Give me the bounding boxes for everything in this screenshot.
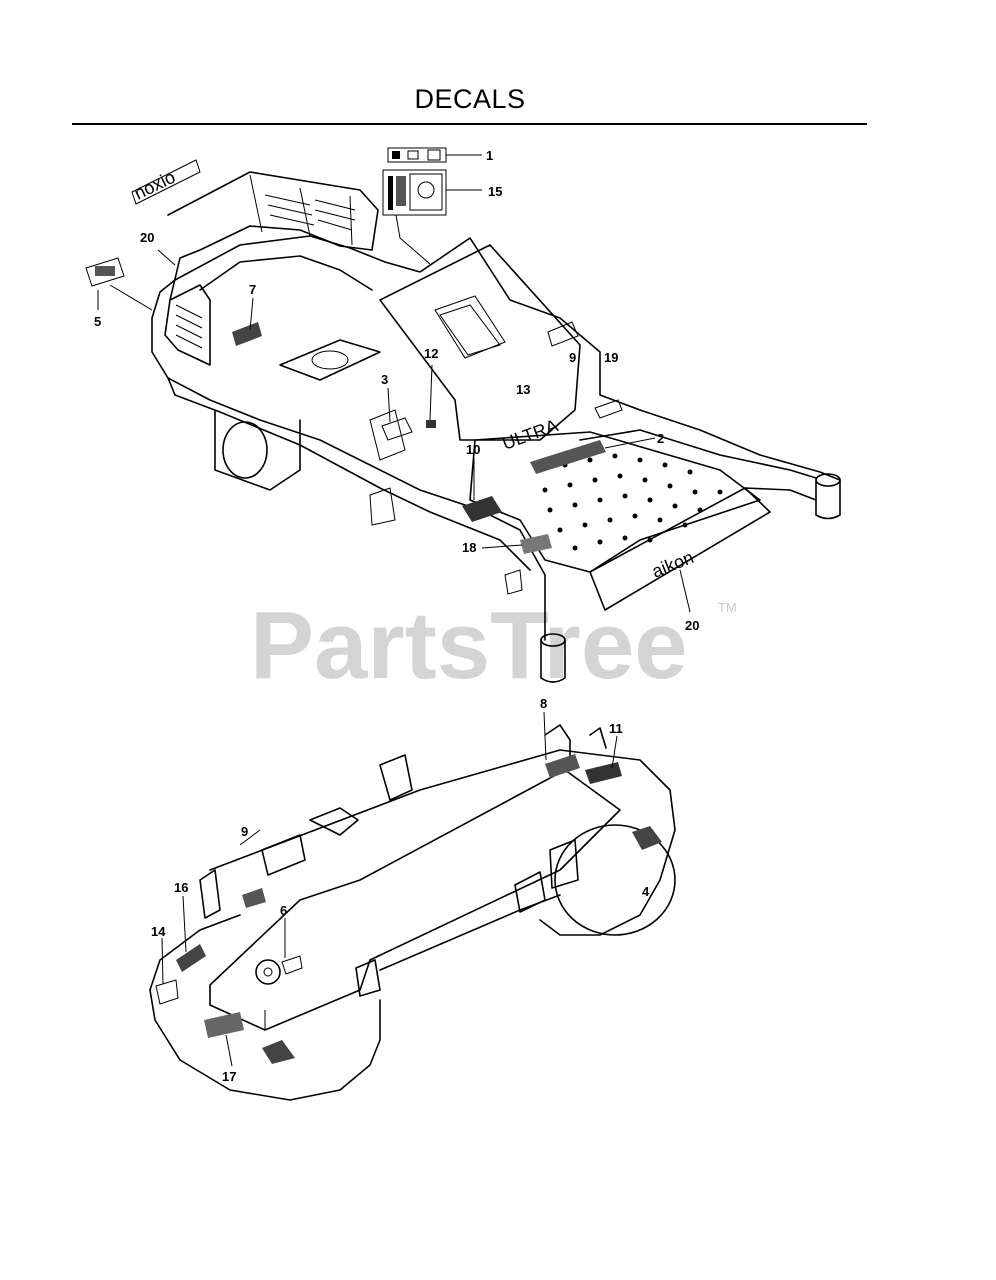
decal-12 (426, 420, 436, 428)
callout-4: 4 (642, 884, 650, 899)
decal-5-small (85, 257, 125, 287)
callout-1: 1 (486, 148, 493, 163)
chassis-leaders (97, 154, 691, 613)
decal-15-panel (382, 169, 447, 216)
decal-7 (232, 322, 262, 346)
decal-2-stripe (530, 440, 606, 474)
decal-6 (281, 955, 303, 975)
decal-9-deck (242, 888, 266, 908)
decal-noxio-left: noxio (131, 159, 201, 205)
callout-labels: 1 15 20 5 7 12 3 13 9 19 2 10 18 20 8 11… (94, 148, 699, 1084)
callout-2: 2 (657, 431, 664, 446)
watermark-tm: TM (718, 600, 737, 615)
decal-11 (585, 762, 622, 784)
decal-ultra: ULTRA (500, 415, 561, 454)
callout-14: 14 (151, 924, 166, 939)
decal-19 (547, 321, 623, 419)
callout-3: 3 (381, 372, 388, 387)
callout-5: 5 (94, 314, 101, 329)
callout-8: 8 (540, 696, 547, 711)
callout-20-right: 20 (685, 618, 699, 633)
callout-15: 15 (488, 184, 502, 199)
callout-13: 13 (516, 382, 530, 397)
noxio-text: noxio (131, 167, 178, 204)
callout-7: 7 (249, 282, 256, 297)
deck-drawing (149, 724, 676, 1101)
callout-17: 17 (222, 1069, 236, 1084)
callout-20-left: 20 (140, 230, 154, 245)
floor-pan-dots (537, 453, 723, 551)
decal-aikon-front: aikon (649, 547, 696, 582)
callout-9-deck: 9 (241, 824, 248, 839)
callout-9-top: 9 (569, 350, 576, 365)
page-title: DECALS (414, 84, 526, 114)
callout-11: 11 (609, 721, 623, 736)
watermark-text: PartsTree (250, 592, 688, 699)
decal-4-warning (632, 826, 662, 850)
decal-14 (155, 979, 179, 1005)
decal-17 (204, 1012, 244, 1038)
decal-8 (545, 754, 580, 778)
title-rule (72, 123, 867, 125)
deck-leaders (161, 711, 618, 1067)
decal-1-strip (387, 147, 447, 163)
decal-18 (520, 534, 552, 554)
decal-deck-warning-front (262, 1040, 295, 1064)
callout-12: 12 (424, 346, 438, 361)
callout-6: 6 (280, 903, 287, 918)
decal-3 (381, 417, 413, 441)
callout-18: 18 (462, 540, 476, 555)
callout-16: 16 (174, 880, 188, 895)
callout-10: 10 (466, 442, 480, 457)
ultra-text: ULTRA (500, 415, 561, 454)
decal-16 (176, 944, 206, 972)
decal-10 (462, 496, 502, 522)
aikon-text: aikon (649, 547, 696, 582)
callout-19: 19 (604, 350, 618, 365)
